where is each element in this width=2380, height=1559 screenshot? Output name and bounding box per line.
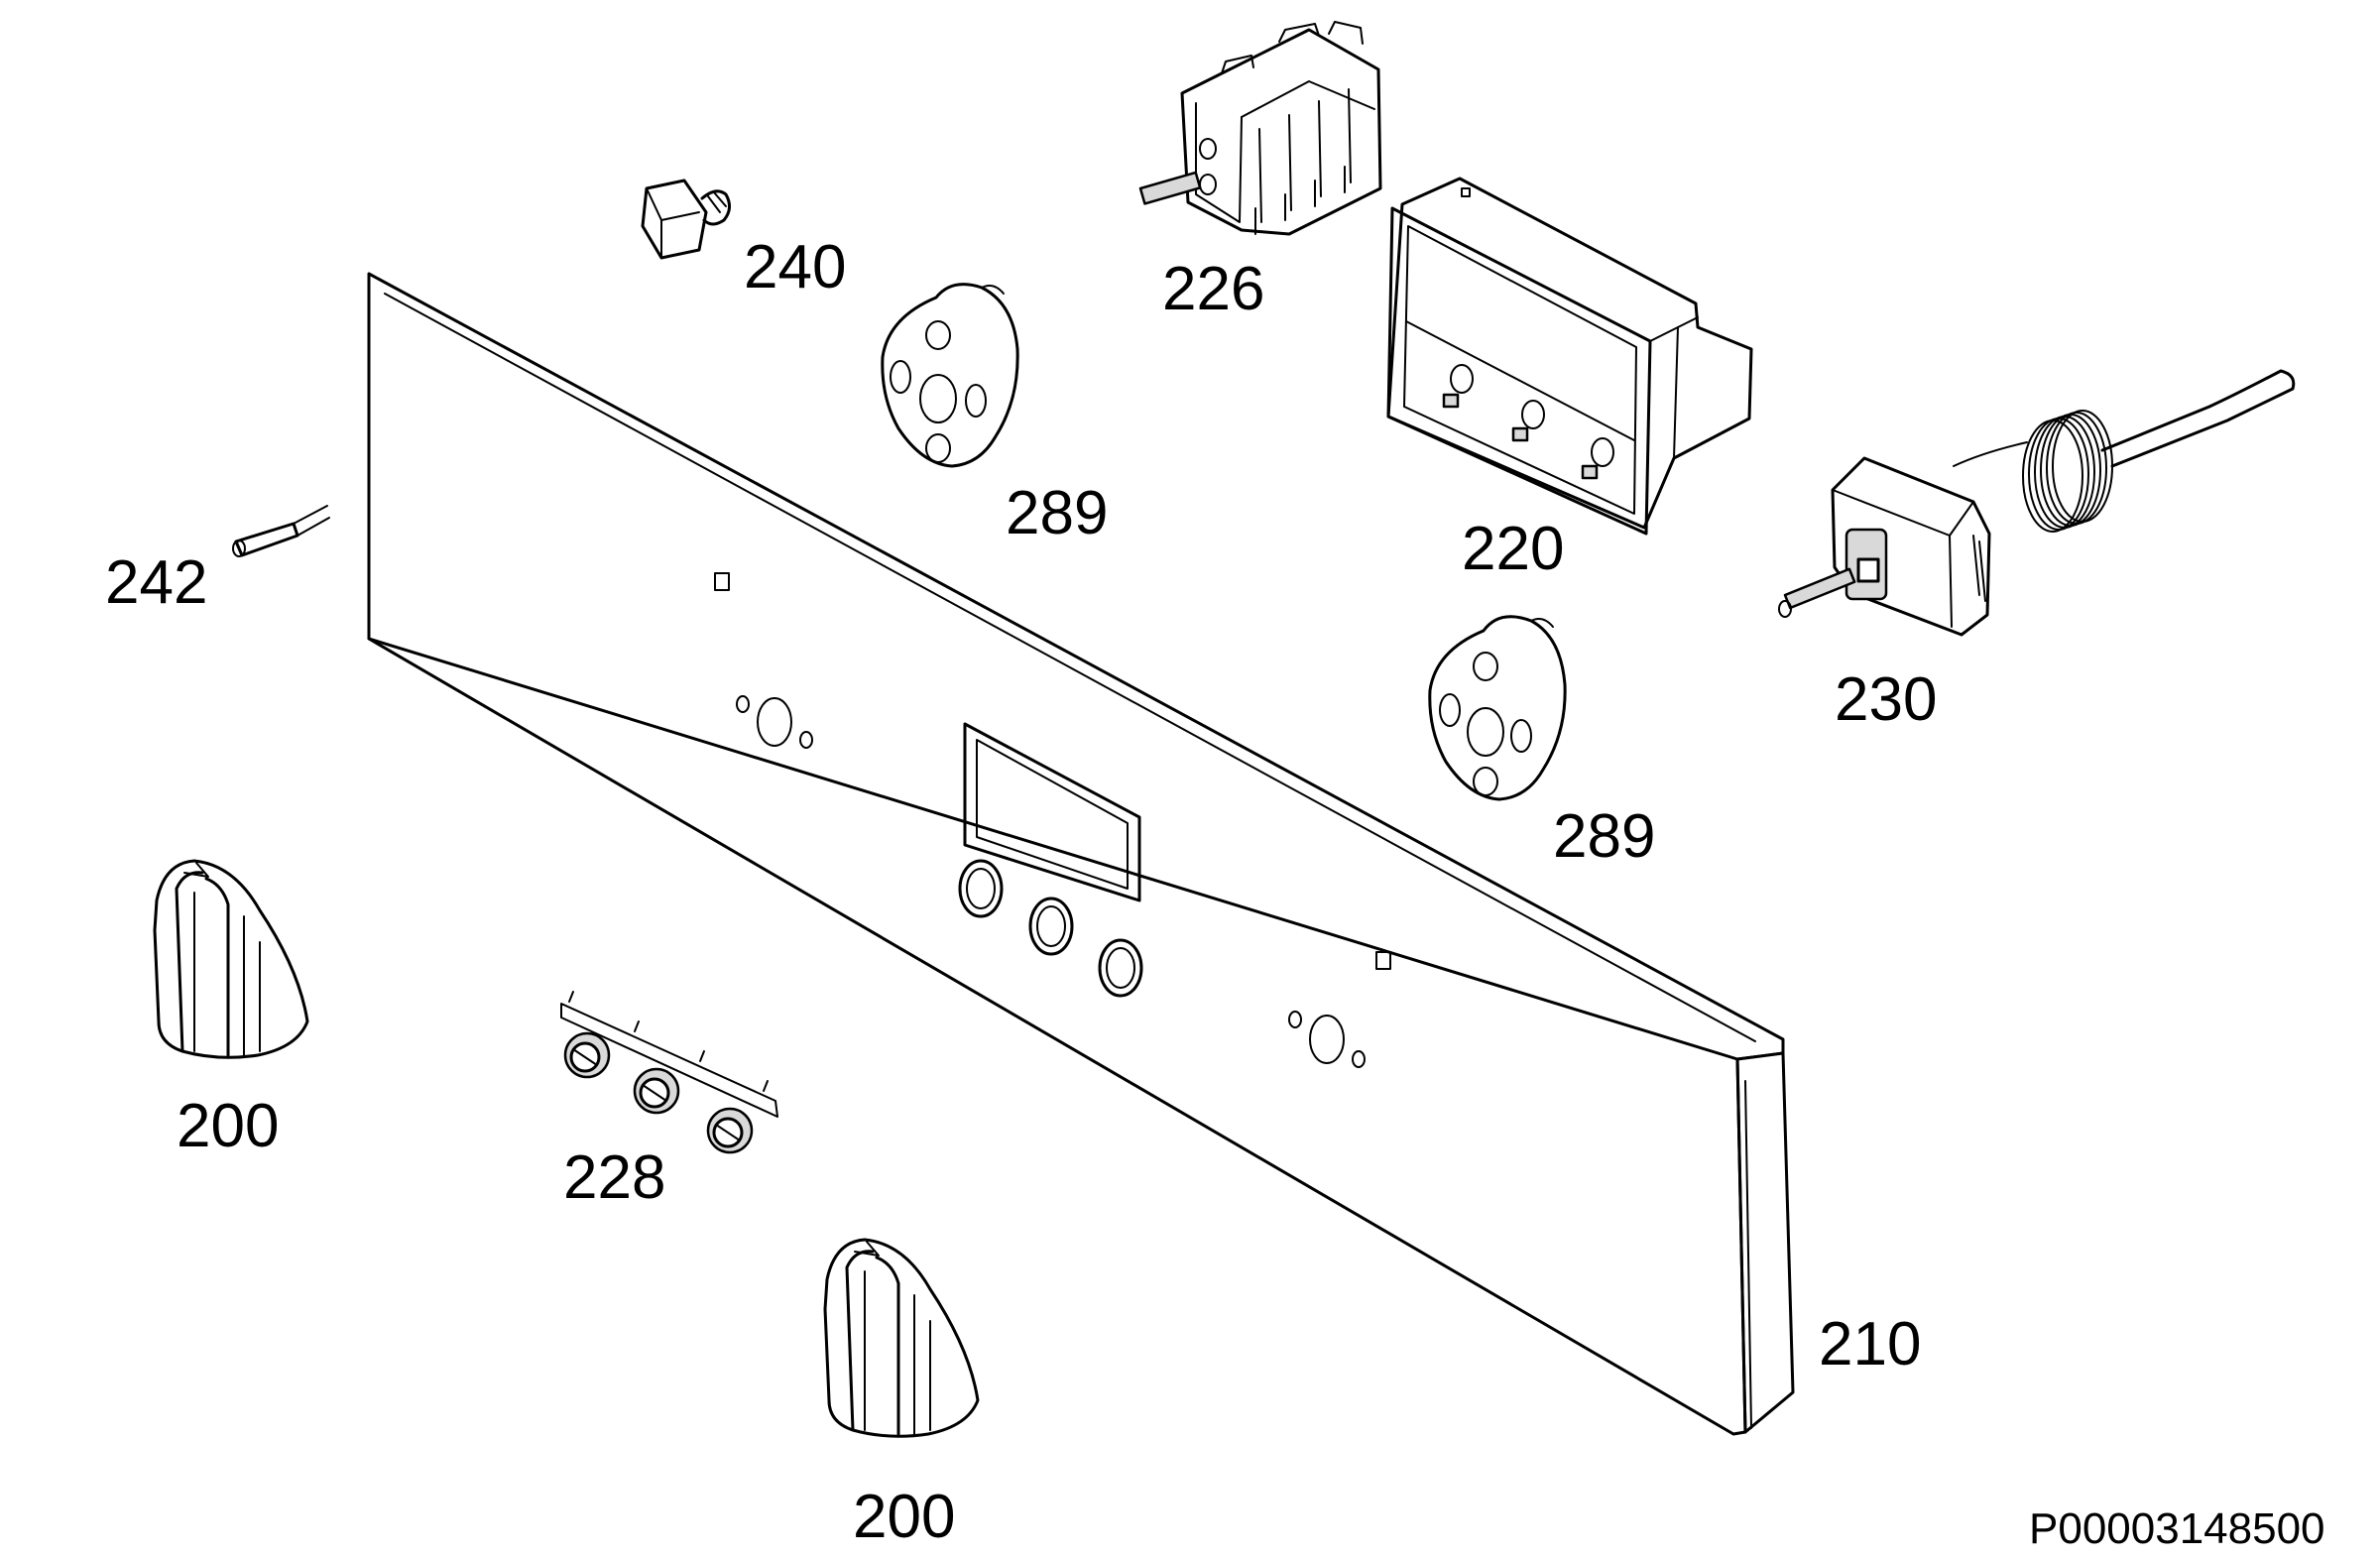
display-housing-220[interactable]	[1386, 177, 1753, 536]
label-210: 210	[1819, 1310, 1921, 1379]
drawing-code: P00003148500	[2029, 1504, 2325, 1553]
label-240: 240	[744, 233, 846, 301]
label-228: 228	[563, 1143, 665, 1212]
label-200-upper: 200	[177, 1092, 279, 1160]
selector-switch-226[interactable]	[1138, 21, 1382, 236]
knob-200-lower[interactable]	[823, 1238, 980, 1438]
thermostat-230[interactable]	[1778, 369, 2296, 637]
control-panel-210[interactable]	[367, 272, 1795, 1436]
label-220: 220	[1462, 515, 1564, 583]
label-230: 230	[1835, 665, 1937, 734]
label-289-upper: 289	[1006, 479, 1108, 547]
indicator-lamp-240[interactable]	[641, 179, 731, 260]
knob-insert-289-lower[interactable]	[1428, 615, 1567, 801]
knob-insert-289-upper[interactable]	[881, 283, 1019, 468]
lamp-holder-242[interactable]	[232, 505, 330, 557]
knob-200-upper[interactable]	[153, 859, 309, 1059]
push-button-set-228[interactable]	[560, 991, 778, 1154]
label-226: 226	[1162, 255, 1264, 323]
label-289-lower: 289	[1553, 802, 1655, 871]
label-242: 242	[105, 548, 207, 617]
label-200-lower: 200	[853, 1483, 955, 1551]
